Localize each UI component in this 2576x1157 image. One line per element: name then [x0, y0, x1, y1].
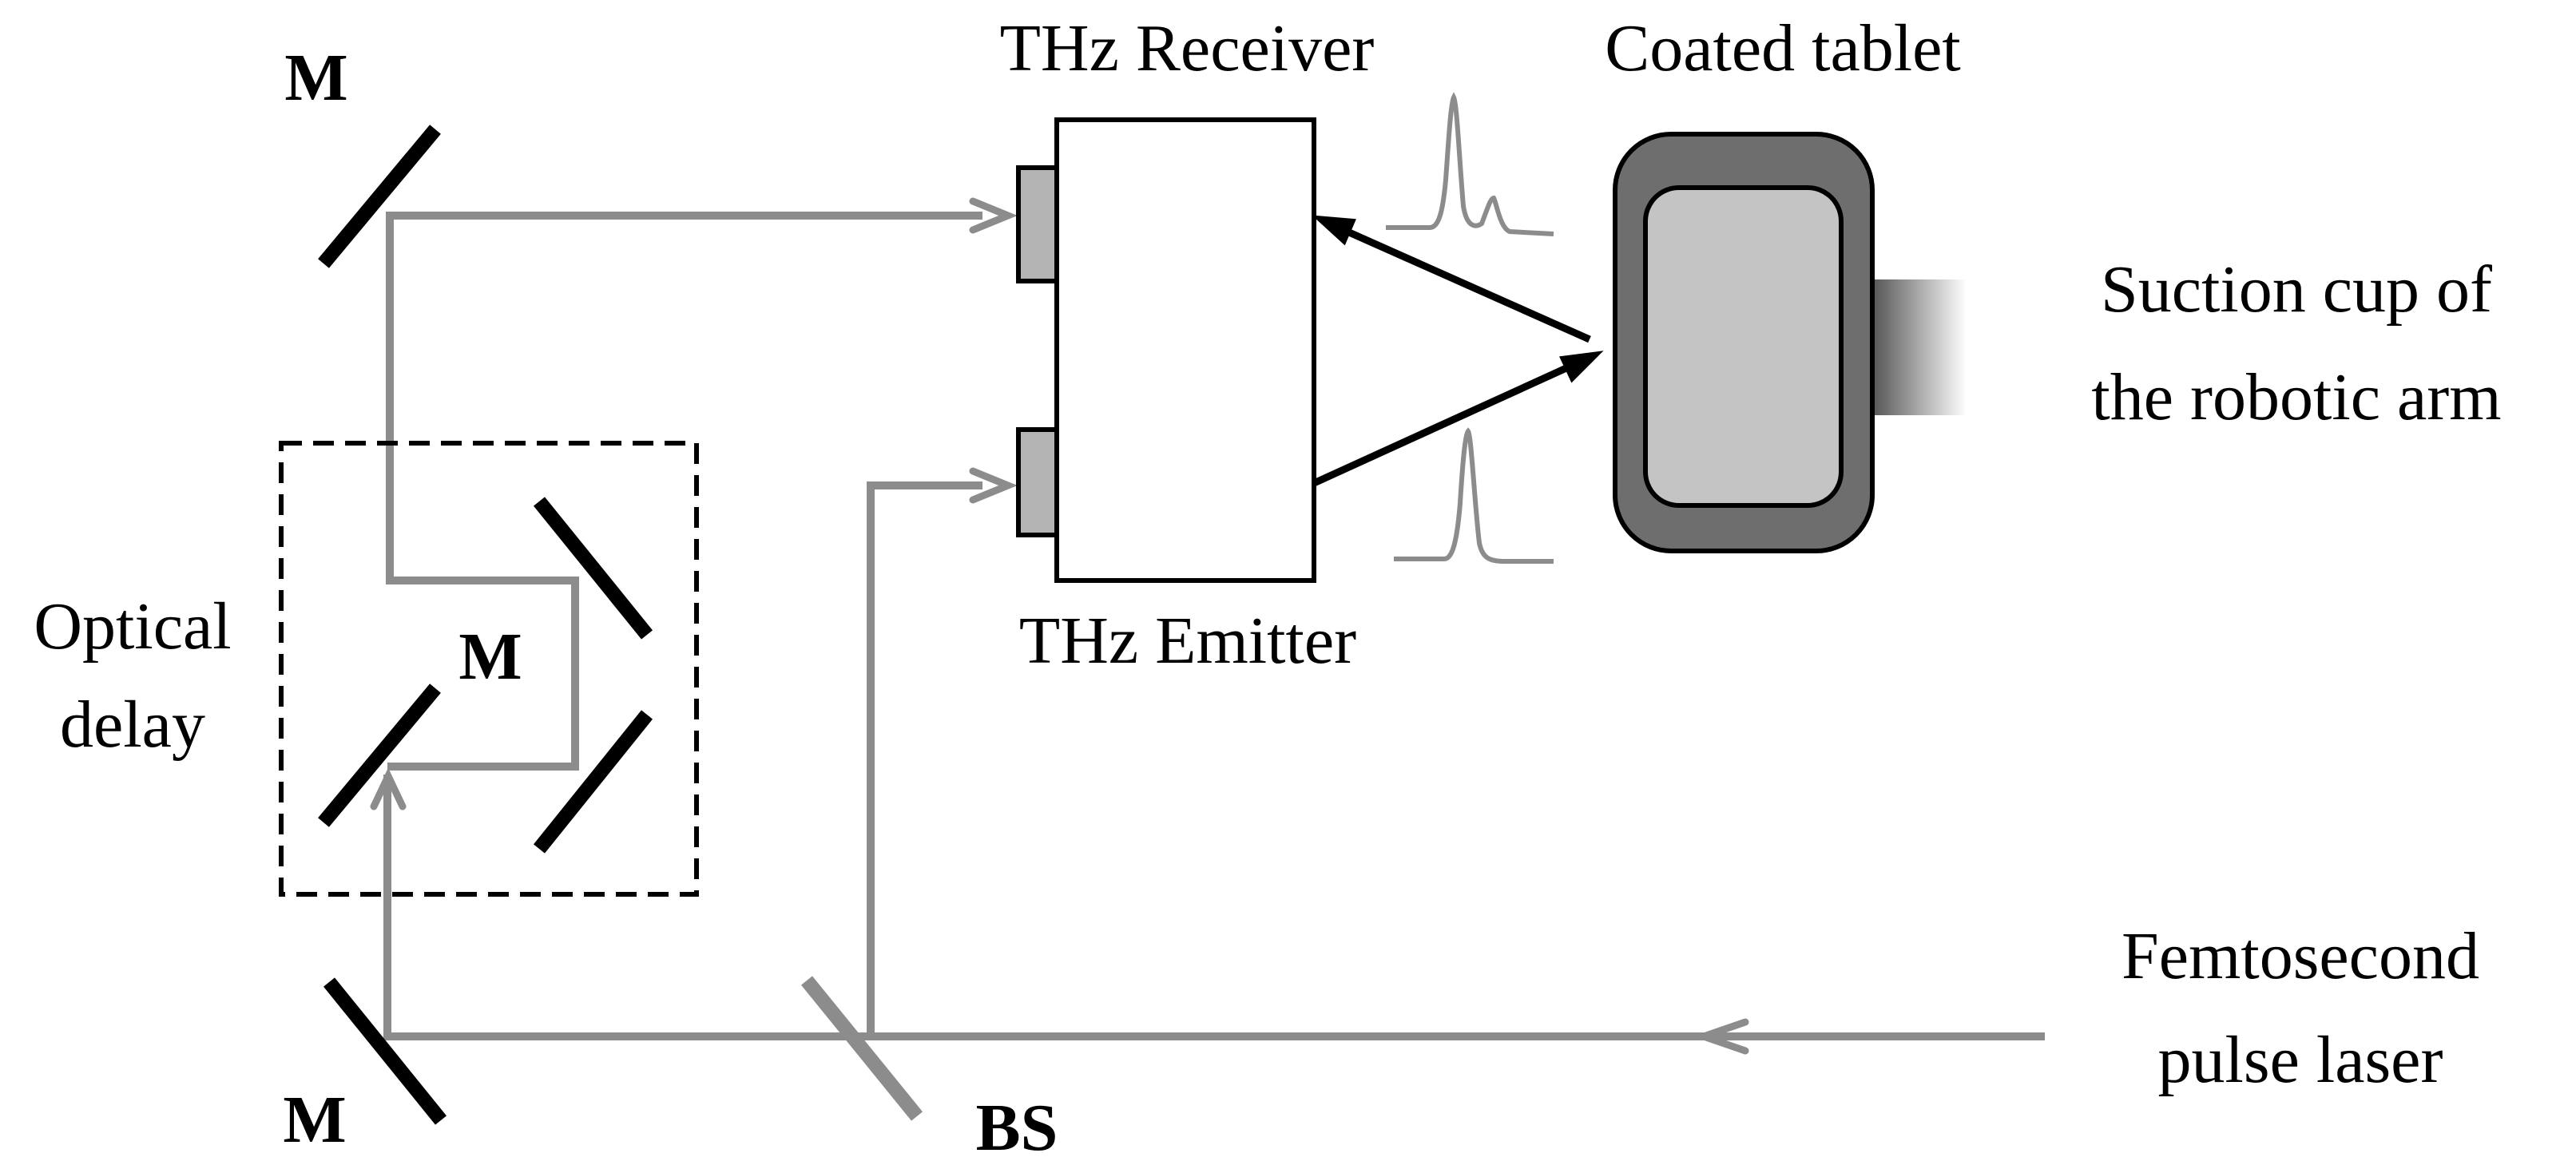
- mirror-top: [318, 125, 441, 268]
- optical-delay-label-line1: Optical: [34, 589, 231, 664]
- mirror-bottom: [323, 977, 447, 1125]
- tablet-inner-core: [1643, 185, 1844, 508]
- mirrors: [318, 125, 653, 1125]
- mirror-delay-lower-right: [533, 710, 653, 854]
- thz-beams: [1312, 215, 1604, 487]
- thz-emitted-beam: [1312, 355, 1587, 487]
- suction-cup: [1872, 279, 1967, 415]
- signal-waveforms: [1386, 92, 1554, 564]
- suction-cup-label-line1: Suction cup of: [2101, 252, 2492, 327]
- beam-splitter-label: BS: [976, 1091, 1058, 1157]
- delay-beam: [386, 212, 982, 771]
- laser-input-arrow: [1693, 1018, 1749, 1055]
- suction-cup-label-line2: the robotic arm: [2091, 360, 2501, 434]
- optical-delay-label-line2: delay: [60, 687, 205, 762]
- main-beam: [383, 775, 2045, 1040]
- emitter-antenna: [1016, 427, 1059, 537]
- receiver-probe-arrow: [969, 197, 1018, 234]
- receiver-antenna: [1016, 165, 1059, 283]
- laser-beam-paths: [383, 212, 2045, 1040]
- labels: THz Receiver Coated tablet Suction cup o…: [34, 11, 2501, 1157]
- beam-splitter: [801, 976, 923, 1121]
- thz-reflected-beam: [1340, 225, 1591, 343]
- thz-receiver-label: THz Receiver: [1000, 11, 1375, 85]
- delay-input-arrow: [370, 767, 407, 810]
- tablet-assembly: [1613, 132, 1967, 553]
- coated-tablet-label: Coated tablet: [1605, 11, 1961, 85]
- emitted-pulse-waveform: [1394, 427, 1554, 564]
- mirror-top-label: M: [284, 41, 347, 115]
- reflected-pulse-waveform: [1386, 92, 1554, 236]
- thz-module: [1016, 117, 1316, 583]
- emitter-feed-beam: [867, 481, 982, 1036]
- mirror-delay-label: M: [458, 620, 522, 694]
- mirror-bottom-label: M: [283, 1083, 346, 1157]
- thz-emitted-arrowhead: [1559, 351, 1604, 383]
- mirror-delay-upper: [534, 497, 653, 640]
- thz-emitter-label: THz Emitter: [1019, 604, 1356, 678]
- emitter-pump-arrow: [969, 467, 1018, 504]
- beam-arrowheads: [370, 197, 1749, 1055]
- laser-label-line1: Femtosecond: [2122, 919, 2479, 993]
- mirror-delay-lower-left: [318, 684, 441, 827]
- optical-delay-box: [279, 441, 699, 897]
- thz-transceiver-box: [1054, 117, 1316, 583]
- laser-label-line2: pulse laser: [2158, 1023, 2443, 1097]
- thz-reflected-arrowhead: [1312, 215, 1356, 246]
